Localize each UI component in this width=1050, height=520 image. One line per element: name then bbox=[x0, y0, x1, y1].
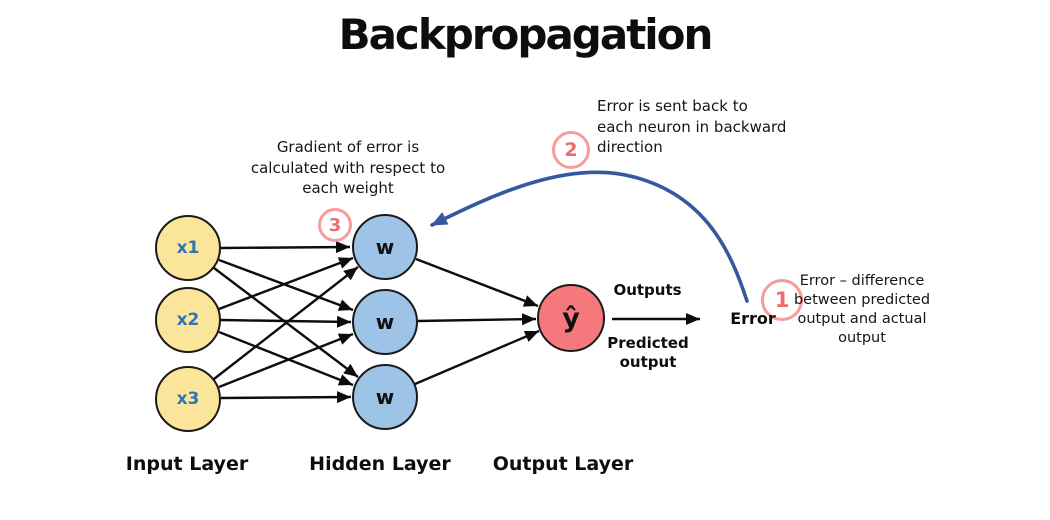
input-node-x3: x3 bbox=[155, 366, 221, 432]
annotation-line: Error is sent back to bbox=[597, 97, 748, 115]
arrow-x2-w3 bbox=[218, 330, 354, 387]
annotation-line: each neuron in backward bbox=[597, 117, 787, 136]
annotation-line: calculated with respect to bbox=[250, 158, 446, 177]
step-badge-2: 2 bbox=[552, 131, 590, 169]
step-badge-1: 1 bbox=[761, 279, 803, 321]
input-node-x2: x2 bbox=[155, 287, 221, 353]
arrow-x1-w1 bbox=[220, 241, 351, 254]
step-badge-3-number: 3 bbox=[328, 214, 342, 236]
annotation-line: output and actual bbox=[797, 311, 927, 328]
annotation-error-backward: Error is sent back to each neuron in bac… bbox=[597, 96, 812, 158]
output-node-yhat: ŷ bbox=[537, 284, 605, 352]
annotation-line: each weight bbox=[302, 179, 394, 198]
input-layer-label: Input Layer bbox=[125, 453, 249, 475]
output-node-yhat-label: ŷ bbox=[562, 302, 580, 334]
input-node-x1: x1 bbox=[155, 215, 221, 281]
arrow-x1-w2 bbox=[218, 258, 354, 312]
predicted-output-line: output bbox=[619, 352, 677, 371]
annotation-error-definition: Error – difference between predicted out… bbox=[791, 272, 933, 349]
predicted-output-label: Predicted output bbox=[602, 334, 694, 372]
output-layer-label: Output Layer bbox=[492, 453, 634, 475]
input-node-x1-label: x1 bbox=[176, 238, 200, 258]
input-node-x2-label: x2 bbox=[176, 310, 200, 330]
hidden-node-w1-label: w bbox=[375, 235, 395, 259]
arrow-x3-w1 bbox=[213, 266, 359, 380]
error-label: Error bbox=[730, 309, 776, 328]
arrow-w3-yhat bbox=[414, 329, 540, 386]
backprop-curve-arrow bbox=[430, 170, 749, 303]
predicted-output-line: Predicted bbox=[607, 334, 689, 352]
annotation-line: Error – difference bbox=[799, 273, 925, 289]
annotation-line: Gradient of error is bbox=[276, 138, 420, 156]
page-title: Backpropagation bbox=[338, 10, 714, 59]
hidden-layer-label: Hidden Layer bbox=[309, 453, 451, 475]
annotation-line: between predicted bbox=[793, 292, 931, 309]
arrow-x2-w2 bbox=[220, 315, 352, 328]
step-badge-3: 3 bbox=[318, 208, 352, 242]
outputs-label: Outputs bbox=[613, 281, 682, 299]
arrow-w2-yhat bbox=[417, 313, 537, 326]
step-badge-1-number: 1 bbox=[774, 288, 790, 312]
hidden-node-w3-label: w bbox=[375, 385, 395, 409]
hidden-node-w2-label: w bbox=[375, 310, 395, 334]
input-node-x3-label: x3 bbox=[176, 389, 200, 409]
step-badge-2-number: 2 bbox=[564, 139, 578, 161]
arrow-x2-w1 bbox=[218, 256, 354, 311]
hidden-node-w3: w bbox=[352, 364, 418, 430]
annotation-line: direction bbox=[597, 138, 663, 157]
hidden-node-w2: w bbox=[352, 289, 418, 355]
annotation-gradient: Gradient of error is calculated with res… bbox=[243, 137, 453, 199]
hidden-node-w1: w bbox=[352, 214, 418, 280]
arrow-x3-w2 bbox=[218, 332, 354, 389]
annotation-line: output bbox=[838, 330, 886, 347]
arrow-w1-yhat bbox=[415, 257, 539, 308]
arrow-x3-w3 bbox=[220, 391, 352, 404]
